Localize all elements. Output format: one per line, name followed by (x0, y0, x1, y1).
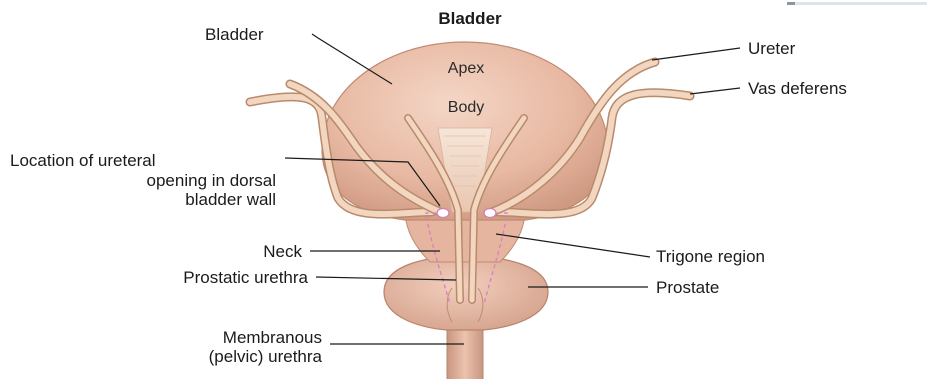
label-location-line2: opening in dorsal (147, 171, 276, 190)
label-prostate: Prostate (656, 278, 719, 297)
diagram-title: Bladder (438, 9, 502, 28)
label-body: Body (448, 99, 484, 116)
label-prostatic-urethra: Prostatic urethra (183, 268, 308, 287)
label-apex: Apex (448, 60, 484, 77)
label-bladder: Bladder (205, 25, 264, 44)
label-ureter: Ureter (748, 39, 796, 58)
label-membranous-line1: Membranous (223, 328, 322, 347)
label-vas-deferens: Vas deferens (748, 79, 847, 98)
label-neck: Neck (263, 242, 302, 261)
label-trigone-region: Trigone region (656, 247, 765, 266)
label-location-line1: Location of ureteral (10, 151, 156, 170)
label-location-line3: bladder wall (185, 190, 276, 209)
prostate-gland (384, 256, 548, 330)
label-membranous-line2: (pelvic) urethra (209, 347, 323, 366)
